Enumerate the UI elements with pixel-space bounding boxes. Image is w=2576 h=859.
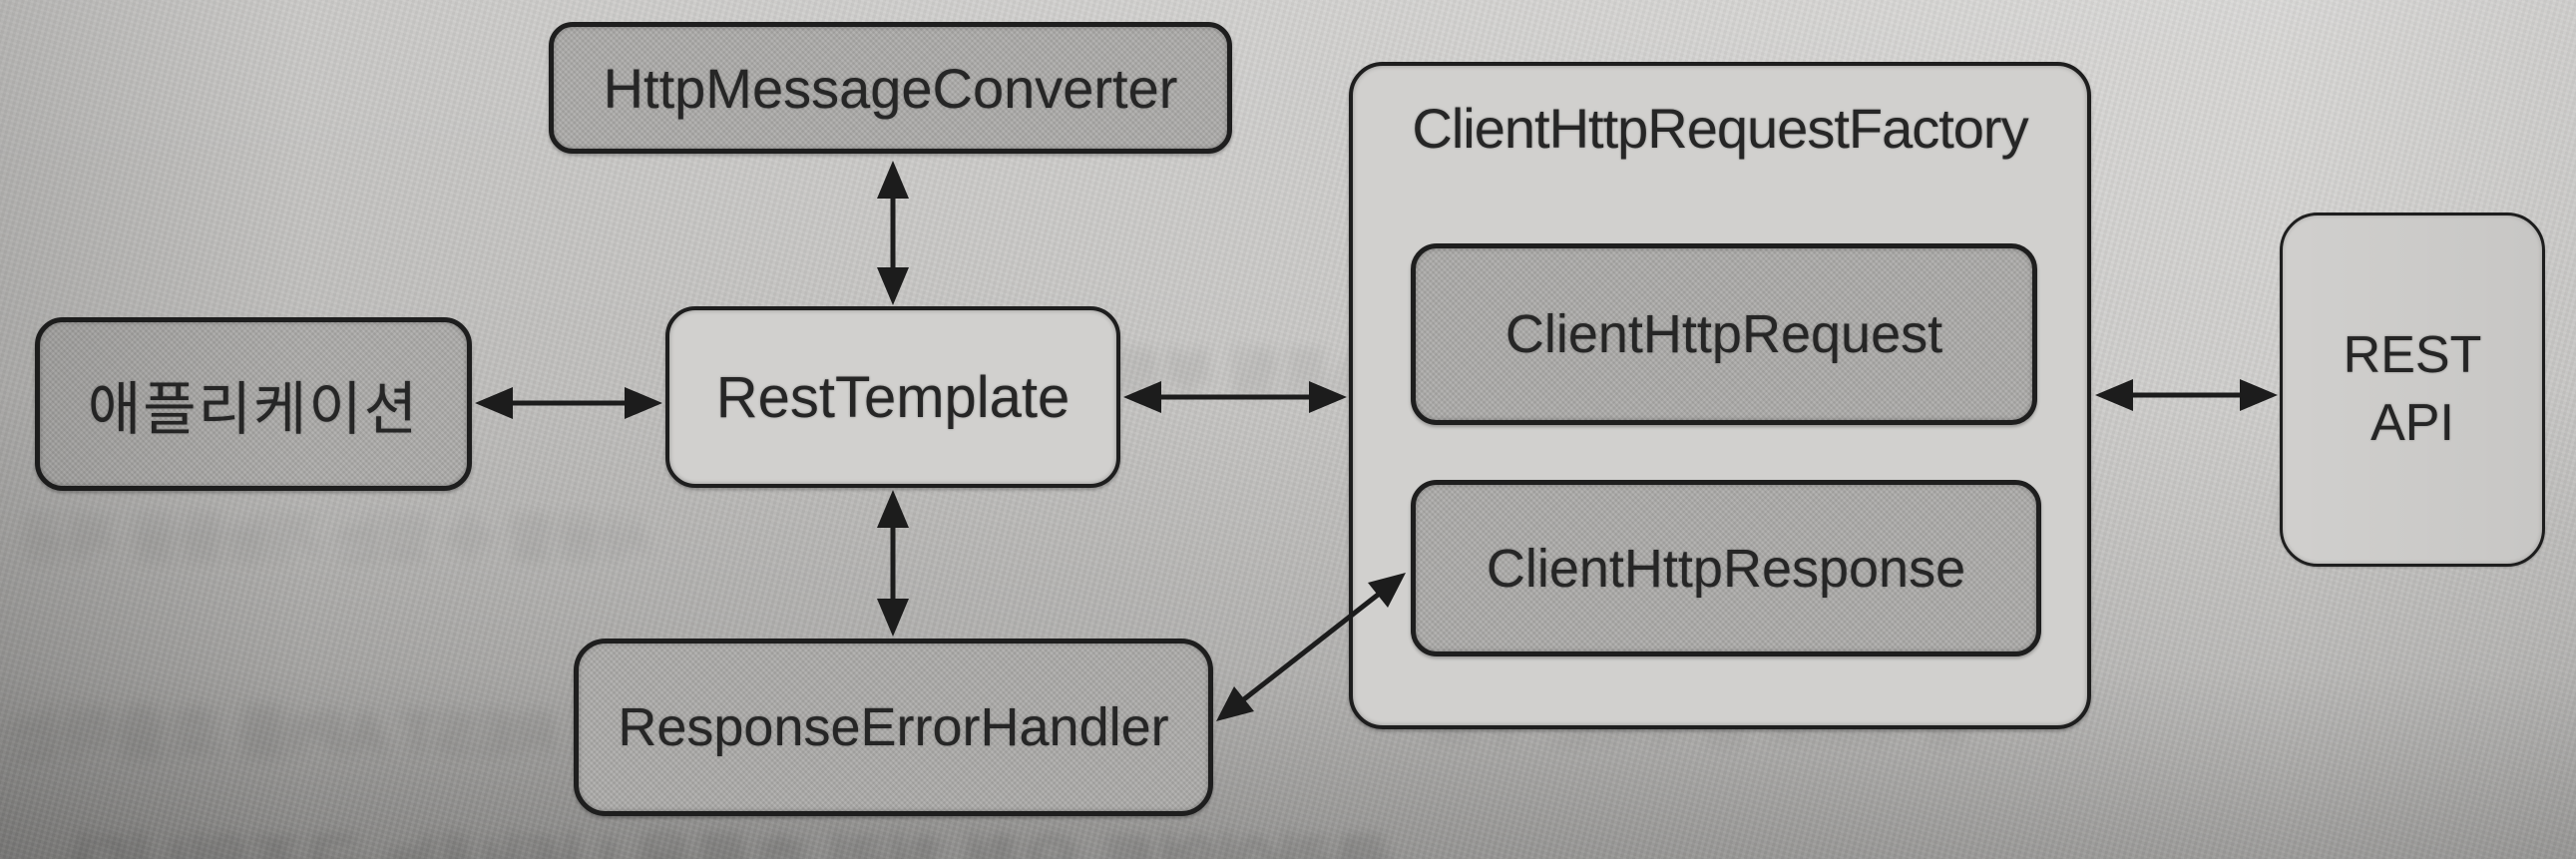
node-response-error-handler: ResponseErrorHandler — [574, 639, 1213, 816]
arrow-resttemplate-httpmessageconverter — [877, 161, 909, 305]
node-http-message-converter: HttpMessageConverter — [549, 22, 1232, 154]
arrow-application-resttemplate — [475, 387, 662, 419]
arrow-resttemplate-responseerrorhandler — [877, 490, 909, 637]
client-http-request-factory-label: ClientHttpRequestFactory — [1412, 97, 2028, 160]
response-error-handler-label: ResponseErrorHandler — [618, 697, 1169, 757]
rest-template-label: RestTemplate — [715, 364, 1071, 430]
rest-api-label-line2: API — [2370, 393, 2454, 452]
node-client-http-response: ClientHttpResponse — [1411, 480, 2041, 656]
arrow-resttemplate-factory — [1123, 381, 1347, 413]
http-message-converter-label: HttpMessageConverter — [603, 56, 1178, 120]
arrow-factory-restapi — [2095, 379, 2278, 411]
rest-api-label-line1: REST — [2343, 325, 2482, 384]
node-rest-template: RestTemplate — [665, 306, 1120, 488]
client-http-request-label: ClientHttpRequest — [1504, 304, 1943, 364]
node-application: 애플리케이션 — [35, 317, 472, 491]
node-client-http-request-factory: ClientHttpRequestFactory ClientHttpReque… — [1349, 62, 2091, 729]
page-showthrough-text: 사용할 수 있는 기능들을 제공 — [20, 511, 650, 569]
client-http-response-label: ClientHttpResponse — [1486, 538, 1966, 599]
node-rest-api: REST API — [2280, 213, 2545, 567]
node-client-http-request: ClientHttpRequest — [1411, 243, 2037, 425]
page-showthrough-text: 클라이언트 요청 처리 흐름을 나타내는 구조입니다 — [70, 814, 1392, 859]
application-label: 애플리케이션 — [87, 377, 420, 442]
